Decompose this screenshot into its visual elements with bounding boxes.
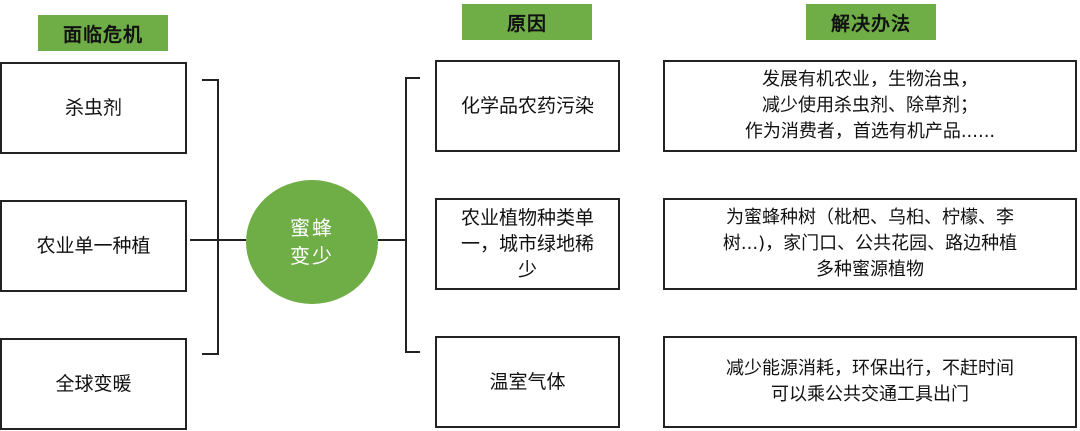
solution-box-plant-trees: 为蜜蜂种树（枇杷、乌桕、柠檬、李 树...)，家门口、公共花园、路边种植 多种蜜… (663, 198, 1077, 290)
solution-box-reduce-energy: 减少能源消耗，环保出行，不赶时间 可以乘公共交通工具出门 (663, 336, 1077, 428)
center-topic-circle: 蜜蜂 变少 (246, 180, 378, 304)
crisis-box-warming: 全球变暖 (0, 338, 187, 430)
crisis-box-monoculture: 农业单一种植 (0, 200, 187, 292)
solution-box-organic: 发展有机农业，生物治虫， 减少使用杀虫剂、除草剂； 作为消费者，首选有机产品..… (663, 60, 1077, 152)
right-bracket (405, 77, 420, 353)
cause-box-chemical: 化学品农药污染 (435, 60, 620, 152)
crisis-box-pesticide: 杀虫剂 (0, 62, 187, 154)
cause-box-greenhouse: 温室气体 (435, 336, 620, 428)
header-solution: 解决办法 (806, 4, 936, 40)
header-cause: 原因 (462, 4, 592, 40)
left-bracket (202, 79, 219, 355)
cause-box-plant-diversity: 农业植物种类单 一，城市绿地稀 少 (435, 198, 620, 290)
header-crisis: 面临危机 (38, 15, 168, 51)
